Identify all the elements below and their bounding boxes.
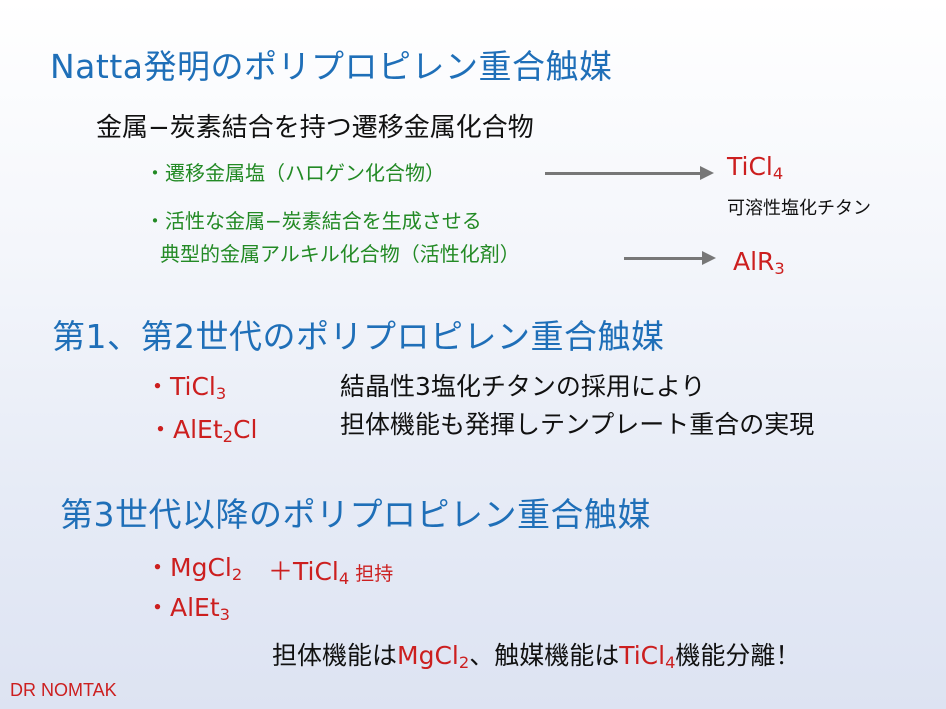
arrow-to-ticl4 xyxy=(545,166,714,180)
heading-natta: Natta発明のポリプロピレン重合触媒 xyxy=(50,47,613,86)
formula-alr3-base: AlR xyxy=(733,247,775,276)
formula-alet3-base: ・AlEt xyxy=(145,593,220,622)
formula-mgcl2-base: ・MgCl xyxy=(145,553,232,582)
heading-gen1-2: 第1、第2世代のポリプロピレン重合触媒 xyxy=(52,317,665,356)
formula-alet2cl-tail: Cl xyxy=(233,415,258,444)
formula-plus-ticl4-sub: 4 xyxy=(338,569,350,589)
heading-gen3: 第3世代以降のポリプロピレン重合触媒 xyxy=(60,495,651,534)
summary-part-separation: 機能分離！ xyxy=(675,641,801,670)
bullet-activator-line2: 典型的金属アルキル化合物（活性化剤） xyxy=(160,242,520,266)
subheading-transition-metal: 金属−炭素結合を持つ遷移金属化合物 xyxy=(96,113,534,143)
summary-ticl4-sub: 4 xyxy=(665,653,676,673)
summary-ticl4-base: TiCl xyxy=(619,641,666,670)
formula-mgcl2-sub: 2 xyxy=(231,565,243,585)
label-supported: 担持 xyxy=(355,563,394,585)
desc-template-polymerization: 担体機能も発揮しテンプレート重合の実現 xyxy=(340,410,815,439)
formula-alet3-sub: 3 xyxy=(219,605,230,625)
bullet-transition-metal-salt: ・遷移金属塩（ハロゲン化合物） xyxy=(145,161,445,185)
desc-crystalline-ticl3: 結晶性3塩化チタンの採用により xyxy=(340,372,706,401)
formula-alet2cl-base: ・AlEt xyxy=(148,415,223,444)
bullet-activator-line1: ・活性な金属−炭素結合を生成させる xyxy=(145,209,482,233)
formula-ticl3-base: ・TiCl xyxy=(145,372,216,401)
formula-alet2cl: ・AlEt2Cl xyxy=(148,410,257,446)
summary-part-support: 担体機能は xyxy=(272,641,398,670)
arrow-to-alr3 xyxy=(624,251,716,265)
formula-plus-ticl4-base: ＋TiCl xyxy=(268,557,339,586)
summary-function-separation: 担体機能はMgCl2、触媒機能はTiCl4機能分離！ xyxy=(272,636,800,672)
footer-author: DR NOMTAK xyxy=(10,680,117,700)
formula-alet2cl-sub: 2 xyxy=(222,427,233,447)
formula-ticl3: ・TiCl3 xyxy=(145,367,226,403)
formula-ticl4: TiCl4 xyxy=(727,152,783,183)
formula-ticl3-sub: 3 xyxy=(215,384,227,404)
formula-ticl4-sub: 4 xyxy=(772,164,784,184)
formula-alr3: AlR3 xyxy=(733,247,785,278)
formula-alr3-sub: 3 xyxy=(774,259,785,279)
note-soluble-titanium-chloride: 可溶性塩化チタン xyxy=(727,198,871,219)
formula-mgcl2: ・MgCl2 xyxy=(145,548,242,584)
summary-mgcl2-base: MgCl xyxy=(397,641,459,670)
formula-ticl4-base: TiCl xyxy=(727,152,773,181)
summary-part-catalyst: 、触媒機能は xyxy=(469,641,620,670)
summary-mgcl2-sub: 2 xyxy=(458,653,470,673)
formula-alet3: ・AlEt3 xyxy=(145,588,230,624)
